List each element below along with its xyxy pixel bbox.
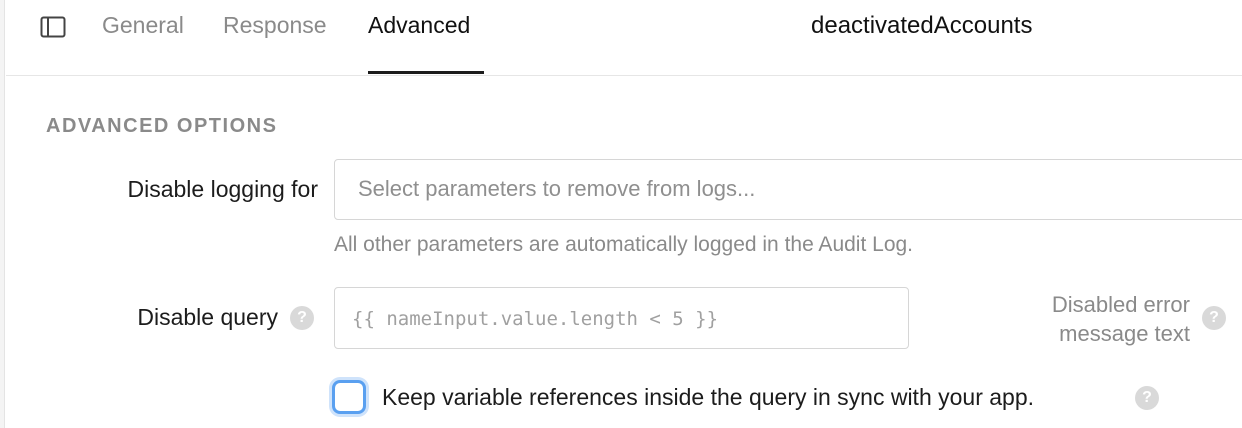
active-tab-indicator [368,71,484,74]
help-circle-icon[interactable]: ? [1202,306,1226,330]
help-circle-icon[interactable]: ? [290,306,314,330]
query-name-title[interactable]: deactivatedAccounts [811,12,1033,39]
query-editor-header: General Response Advanced deactivatedAcc… [6,0,1242,76]
sidebar-toggle-icon[interactable] [40,16,66,38]
disable-query-placeholder: {{ nameInput.value.length < 5 }} [352,308,719,330]
sync-references-label[interactable]: Keep variable references inside the quer… [382,384,1035,410]
sync-references-checkbox[interactable] [332,380,366,414]
tab-advanced[interactable]: Advanced [368,12,471,38]
disable-query-label: Disable query [137,304,278,330]
disable-logging-label: Disable logging for [127,176,318,202]
error-label-line-1: Disabled error [1051,292,1190,317]
error-label-line-2: message text [1059,321,1190,346]
disabled-error-message-label: Disabled error message text [1010,290,1190,348]
disable-logging-placeholder: Select parameters to remove from logs... [358,176,756,201]
tab-general[interactable]: General [102,12,184,38]
disable-logging-select[interactable]: Select parameters to remove from logs... [334,159,1242,220]
help-circle-icon[interactable]: ? [1135,386,1159,410]
section-title: ADVANCED OPTIONS [46,115,278,137]
tab-response[interactable]: Response [223,12,327,38]
disable-logging-helper-text: All other parameters are automatically l… [334,233,914,256]
left-edge-divider [0,0,5,428]
disable-query-input[interactable]: {{ nameInput.value.length < 5 }} [334,287,909,349]
